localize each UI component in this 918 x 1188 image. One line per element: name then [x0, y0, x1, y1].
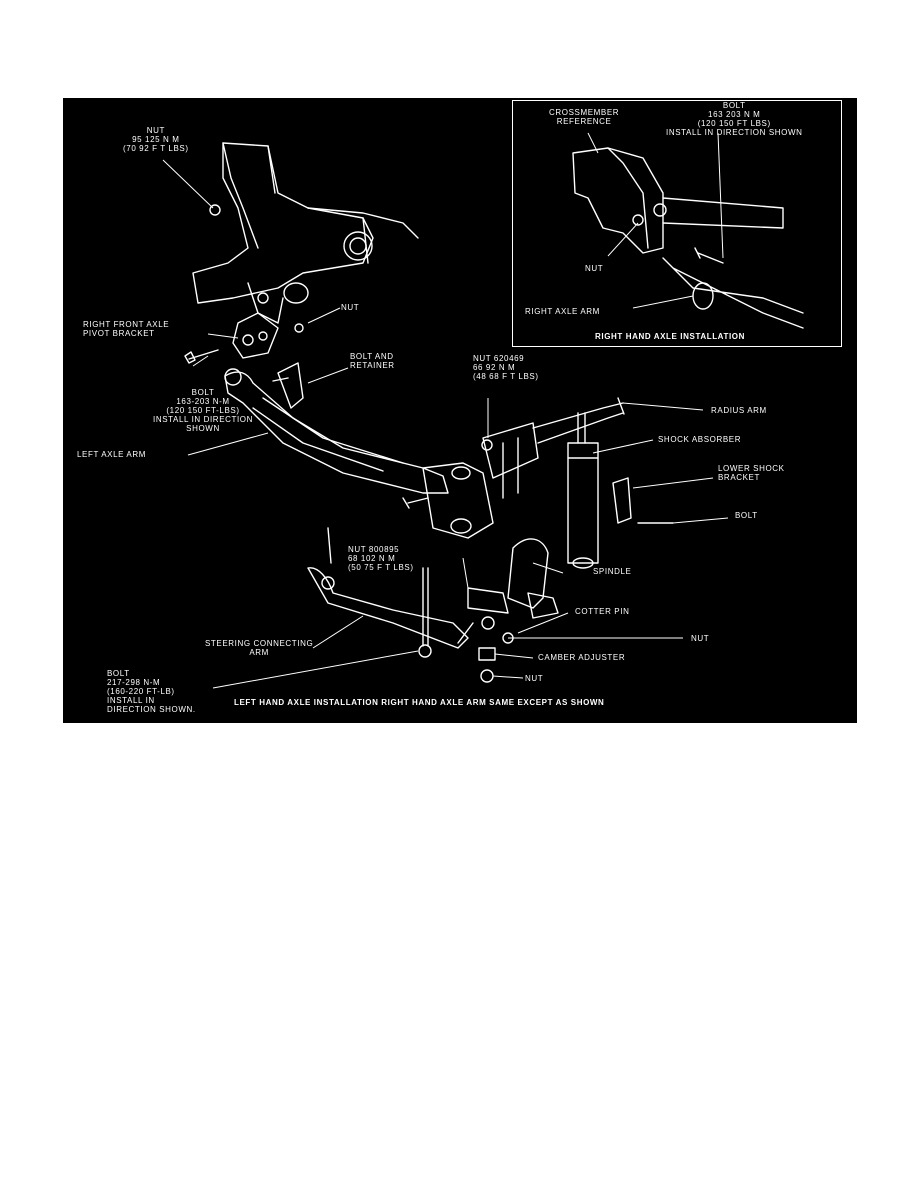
label-right-axle-arm: RIGHT AXLE ARM — [525, 307, 600, 316]
label-nut-top: NUT 95 125 N m (70 92 F T LBS) — [123, 126, 189, 153]
label-nut-800895: NUT 800895 68 102 N m (50 75 F T LBS) — [348, 545, 414, 572]
label-inset-nut: NUT — [585, 264, 604, 273]
label-nut-mid: NUT — [341, 303, 360, 312]
label-pivot-bracket: RIGHT FRONT AXLE PIVOT BRACKET — [83, 320, 170, 338]
steering-arm-drawing — [307, 527, 469, 649]
axle-pivot-drawing — [402, 422, 539, 539]
label-shock-absorber: SHOCK ABSORBER — [658, 435, 742, 444]
label-bolt-right: BOLT — [735, 511, 758, 520]
inset-crossmember-drawing — [572, 147, 804, 329]
label-cotter-pin: COTTER PIN — [575, 607, 630, 616]
frame-bracket-drawing — [192, 142, 419, 359]
label-nut-620469: NUT 620469 66 92 N m (48 68 F T LBS) — [473, 354, 539, 381]
label-nut-lower-right: NUT — [691, 634, 710, 643]
label-crossmember: CROSSMEMBER REFERENCE — [549, 108, 620, 126]
label-spindle: SPINDLE — [593, 567, 632, 576]
label-camber-adjuster: CAMBER ADJUSTER — [538, 653, 626, 662]
radius-arm-drawing — [532, 397, 625, 444]
diagram-artwork — [162, 132, 804, 689]
spindle-drawing — [457, 538, 559, 644]
label-inset-bolt: BOLT 163 203 N m (120 150 FT LBS) INSTAL… — [666, 101, 803, 137]
label-nut-bottom: NUT — [525, 674, 544, 683]
label-steering-arm: STEERING CONNECTING ARM — [205, 639, 314, 657]
bolt-left-drawing — [184, 349, 219, 364]
left-axle-arm-drawing — [224, 368, 449, 494]
label-left-axle-arm: LEFT AXLE ARM — [77, 450, 147, 459]
axle-installation-diagram: NUT 95 125 N m (70 92 F T LBS) NUT RIGHT… — [63, 98, 857, 723]
shock-absorber-drawing — [567, 412, 599, 569]
label-lower-shock-bracket: LOWER SHOCK BRACKET — [718, 464, 785, 482]
label-bolt-bottom: BOLT 217-298 N-m (160-220 FT-LB) INSTALL… — [107, 669, 196, 714]
inset-title: RIGHT HAND AXLE INSTALLATION — [595, 332, 745, 341]
inset-box — [512, 100, 842, 347]
label-bolt-retainer: BOLT AND RETAINER — [350, 352, 395, 370]
bolt-retainer-drawing — [272, 362, 304, 409]
label-radius-arm: RADIUS ARM — [711, 406, 767, 415]
camber-adjuster-drawing — [478, 647, 496, 661]
diagram-caption: LEFT HAND AXLE INSTALLATION RIGHT HAND A… — [234, 698, 605, 707]
label-bolt-left: BOLT 163-203 N-m (120 150 FT-LBS) INSTAL… — [153, 388, 254, 433]
lower-shock-bracket-drawing — [612, 477, 674, 524]
bolt-bottom-drawing — [422, 567, 429, 647]
